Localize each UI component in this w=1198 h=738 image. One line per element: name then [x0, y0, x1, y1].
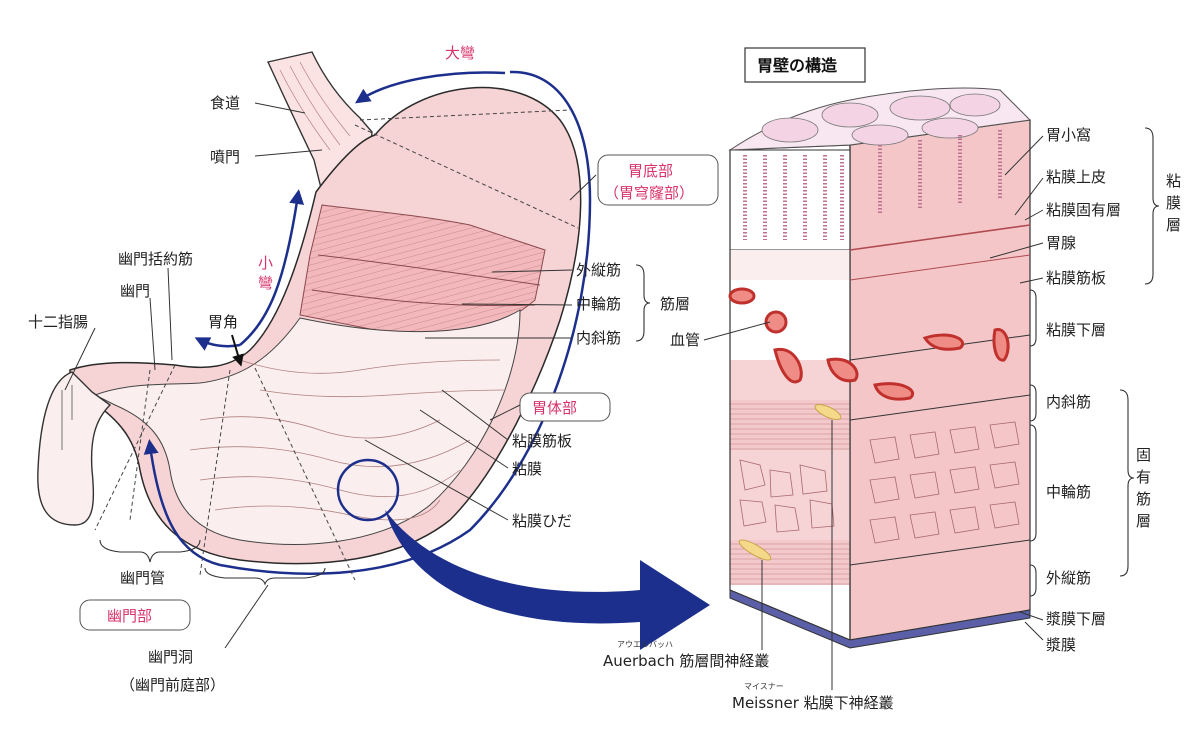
label-middle-circular: 中輪筋: [576, 295, 621, 313]
label-inner-oblique: 内斜筋: [576, 329, 621, 347]
wall-block: [728, 87, 1032, 649]
label-mucosa-layer-1: 粘: [1166, 172, 1181, 190]
label-auerbach: Auerbach 筋層間神経叢: [603, 652, 769, 670]
label-wall-middle-circular: 中輪筋: [1046, 483, 1091, 501]
blood-vessels: [728, 287, 1010, 401]
label-body: 胃体部: [532, 399, 577, 417]
label-gastric-pit: 胃小窩: [1046, 126, 1091, 144]
label-mucosal-folds: 粘膜ひだ: [512, 512, 572, 530]
label-pylorus: 幽門: [120, 282, 150, 300]
pyloric-part-box: [79, 599, 191, 631]
label-muscularis-mucosae: 粘膜筋板: [512, 432, 572, 450]
label-subserosa: 漿膜下層: [1046, 610, 1106, 628]
label-blood-vessel: 血管: [670, 331, 700, 349]
label-lesser-curvature-1: 小: [258, 254, 273, 272]
lesser-curvature-arrow: [239, 189, 305, 346]
label-lamina-propria: 粘膜固有層: [1046, 201, 1121, 219]
label-submucosa: 粘膜下層: [1046, 321, 1106, 339]
ruby-meissner: マイスナー: [744, 682, 784, 691]
label-serosa: 漿膜: [1046, 636, 1076, 654]
label-mucosa-layer-2: 膜: [1166, 194, 1181, 212]
label-pyloric-part: 幽門部: [107, 607, 152, 625]
label-outer-longitudinal: 外縦筋: [576, 261, 621, 279]
label-antrum-alt: （幽門前庭部）: [120, 676, 225, 694]
wall-text: 胃壁の構造 胃小窩 粘膜上皮 粘膜固有層 胃腺 粘膜筋板 粘 膜 層 粘膜下層 …: [603, 47, 1181, 712]
stomach-text: 大彎 食道 噴門 胃底部 （胃穹窿部） 小 彎 幽門括約筋 幽門 十二指腸 胃角…: [28, 44, 719, 694]
zoom-circle: [336, 458, 400, 522]
label-pyloric-sphincter: 幽門括約筋: [118, 250, 193, 268]
label-proper-muscle-4: 層: [1136, 512, 1151, 530]
body-box: [519, 392, 611, 422]
label-greater-curvature: 大彎: [445, 44, 475, 62]
label-esophagus: 食道: [210, 94, 240, 112]
label-wall-outer-longitudinal: 外縦筋: [1046, 569, 1091, 587]
block-side-face: [849, 119, 1031, 641]
label-meissner: Meissner 粘膜下神経叢: [732, 694, 894, 712]
duodenum-shape: [37, 371, 112, 526]
label-fundus-alt: （胃穹窿部）: [604, 184, 694, 202]
stomach-illustration: [37, 51, 592, 581]
zoom-arrow: [385, 510, 710, 650]
label-duodenum: 十二指腸: [28, 313, 88, 331]
label-wall-muscularis-mucosae: 粘膜筋板: [1046, 269, 1106, 287]
ruby-auerbach: アウエルバッハ: [617, 640, 673, 649]
label-fundus: 胃底部: [628, 162, 673, 180]
meissner-plexus: [814, 404, 842, 420]
fundus-box: [597, 154, 719, 206]
block-serosa: [729, 589, 1031, 649]
label-antrum: 幽門洞: [148, 648, 193, 666]
structure-title: 胃壁の構造: [757, 56, 838, 75]
block-front-mucosa: [729, 149, 851, 251]
title-box: [744, 47, 866, 83]
label-lesser-curvature-2: 彎: [258, 274, 273, 292]
gastric-glands: [743, 130, 1002, 240]
mucosa-inner: [93, 309, 521, 545]
auerbach-plexus: [738, 539, 772, 561]
label-mucosa-layer-3: 層: [1166, 216, 1181, 234]
label-proper-muscle-3: 筋: [1136, 490, 1151, 508]
label-epithelium: 粘膜上皮: [1046, 168, 1106, 186]
wall-leaders: [703, 127, 1160, 690]
label-gastric-gland: 胃腺: [1046, 234, 1076, 252]
angulus-arrow: [231, 334, 244, 367]
label-wall-inner-oblique: 内斜筋: [1046, 393, 1091, 411]
label-angulus: 胃角: [208, 313, 238, 331]
label-muscle-layer: 筋層: [660, 295, 690, 313]
label-cardia: 噴門: [210, 148, 240, 166]
label-proper-muscle-1: 固: [1136, 446, 1151, 464]
muscle-cells: [739, 421, 1020, 544]
label-mucosa: 粘膜: [512, 460, 542, 478]
label-pyloric-canal: 幽門管: [120, 569, 165, 587]
label-proper-muscle-2: 有: [1136, 468, 1151, 486]
stomach-leaders: [64, 102, 651, 649]
